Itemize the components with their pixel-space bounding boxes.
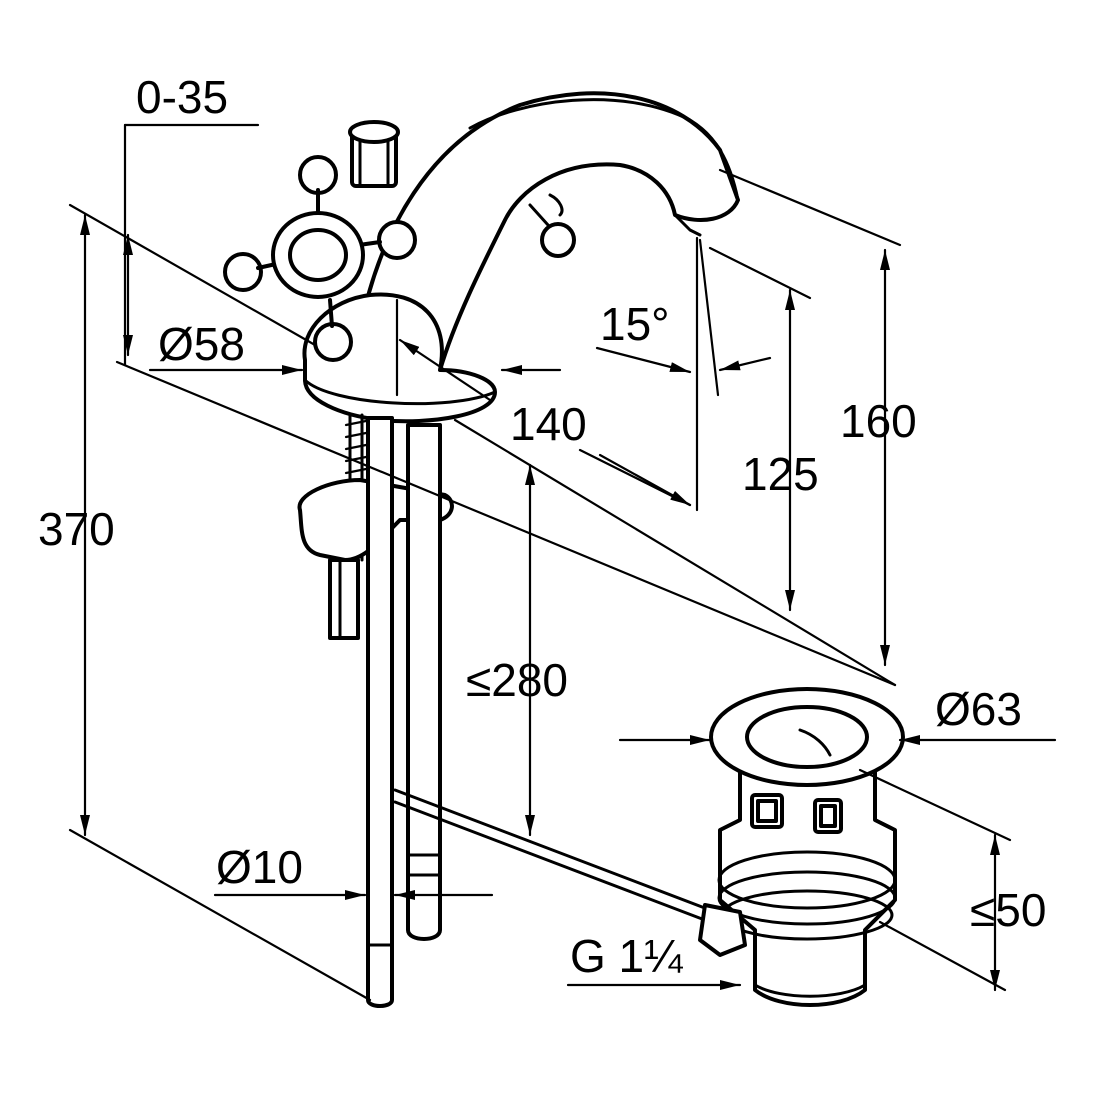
dim-diameter-10: Ø10 (216, 841, 303, 893)
top-nut (348, 120, 400, 188)
popup-rod (393, 788, 712, 924)
dim-angle-15: 15° (600, 298, 670, 350)
cross-handle[interactable] (223, 155, 417, 362)
dim-diameter-63: Ø63 (935, 683, 1022, 735)
dim-160: 160 (840, 395, 917, 447)
popup-waste (698, 687, 905, 1007)
dim-max-50: ≤50 (970, 884, 1046, 936)
dim-0-35: 0-35 (136, 71, 228, 123)
dim-125: 125 (742, 448, 819, 500)
spout (358, 91, 740, 372)
dimension-arrows (80, 213, 1057, 992)
dim-thread-g-1-1-4: G 1¼ (570, 930, 683, 982)
drain-lever[interactable] (528, 193, 576, 258)
dim-140: 140 (510, 398, 587, 450)
dim-370: 370 (38, 503, 115, 555)
faucet (223, 91, 740, 1008)
dim-diameter-58: Ø58 (158, 318, 245, 370)
dimension-labels: 0-35 Ø58 370 140 15° 125 160 ≤280 Ø63 Ø1… (38, 71, 1046, 982)
dim-max-280: ≤280 (466, 654, 568, 706)
